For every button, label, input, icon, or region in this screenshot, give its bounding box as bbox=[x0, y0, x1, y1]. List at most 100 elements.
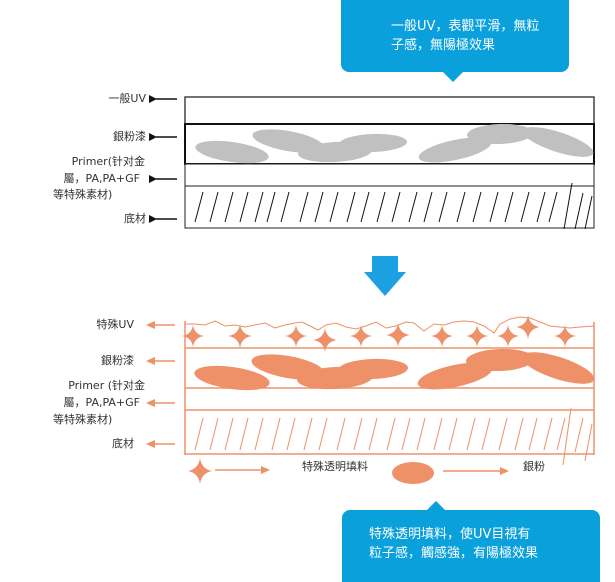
silver-particle bbox=[521, 352, 595, 384]
hatch-line bbox=[368, 417, 378, 451]
hatch-line bbox=[584, 423, 593, 462]
hatch-line bbox=[254, 417, 264, 451]
silver-particle bbox=[194, 365, 270, 391]
top-label-primer-line2: 屬，PA,PA+GF bbox=[63, 172, 140, 185]
bottom-label-uv: 特殊UV bbox=[96, 318, 134, 331]
silver-particle bbox=[252, 129, 324, 153]
hatch-line bbox=[239, 191, 249, 223]
silver-particle bbox=[467, 123, 533, 145]
sparkle-star-icon bbox=[350, 325, 372, 347]
top-label-substrate: 底材 bbox=[124, 212, 146, 225]
hatch-line bbox=[286, 417, 296, 451]
top-label-uv: 一般UV bbox=[108, 92, 146, 105]
hatch-line bbox=[346, 191, 356, 223]
hatch-line bbox=[408, 191, 418, 223]
sparkle-star-icon bbox=[466, 325, 488, 347]
sparkle-star-icon bbox=[228, 324, 252, 348]
silver-particle bbox=[339, 133, 407, 153]
callout-line: 粒子感，觸感強，有陽極效果 bbox=[369, 546, 539, 561]
hatch-line bbox=[528, 417, 538, 451]
hatch-line bbox=[456, 191, 466, 223]
arrow-left-icon bbox=[146, 357, 175, 365]
hatch-line bbox=[514, 417, 524, 451]
callout-line: 特殊透明填料，使UV目視有 bbox=[369, 527, 531, 542]
hatch-line bbox=[224, 417, 234, 451]
hatch-line bbox=[209, 191, 219, 223]
top-substrate-layer bbox=[184, 185, 595, 229]
hatch-line bbox=[416, 417, 426, 451]
hatch-line bbox=[423, 191, 433, 223]
sparkle-star-icon bbox=[313, 328, 337, 352]
callout-line: 一般UV，表觀平滑，無粒 bbox=[391, 19, 540, 34]
hatch-line bbox=[498, 417, 508, 451]
hatch-line bbox=[329, 191, 339, 223]
arrow-left-icon bbox=[146, 440, 175, 448]
hatch-line bbox=[562, 407, 572, 466]
hatch-line bbox=[548, 191, 558, 223]
top-label-arrows bbox=[149, 95, 177, 223]
hatch-line bbox=[584, 195, 593, 230]
hatch-line bbox=[280, 191, 290, 223]
bottom-substrate-hatch bbox=[194, 407, 593, 466]
bottom-label-substrate: 底材 bbox=[112, 437, 134, 450]
top-substrate-hatch bbox=[194, 182, 593, 230]
bottom-label-primer-line3: 等特殊素材) bbox=[53, 413, 113, 426]
top-uv-layer bbox=[184, 96, 595, 125]
top-label-primer-line3: 等特殊素材) bbox=[53, 188, 113, 201]
hatch-line bbox=[489, 191, 499, 223]
arrow-left-icon bbox=[146, 399, 175, 407]
sparkle-star-icon bbox=[431, 325, 453, 347]
hatch-line bbox=[504, 191, 514, 223]
general-uv-callout: 一般UV，表觀平滑，無粒 子感，無陽極效果 bbox=[341, 0, 569, 82]
sparkle-star-icon bbox=[188, 458, 212, 484]
sparkle-star-icon bbox=[182, 325, 204, 347]
hatch-line bbox=[556, 417, 566, 451]
special-uv-layer-diagram bbox=[146, 315, 595, 484]
hatch-line bbox=[448, 417, 458, 451]
hatch-line bbox=[574, 417, 584, 453]
hatch-line bbox=[520, 191, 530, 223]
silver-particle bbox=[195, 140, 269, 164]
special-uv-callout: 特殊透明填料，使UV目視有 粒子感，觸感強，有陽極效果 bbox=[342, 501, 600, 582]
bottom-transparent-filler-stars bbox=[182, 315, 576, 352]
callout-line: 子感，無陽極效果 bbox=[391, 38, 496, 53]
sparkle-star-icon bbox=[554, 325, 576, 347]
silver-particle bbox=[338, 358, 408, 380]
hatch-line bbox=[543, 417, 553, 451]
hatch-line bbox=[224, 191, 234, 223]
general-uv-layer-diagram bbox=[149, 95, 595, 230]
hatch-line bbox=[433, 417, 443, 451]
top-silver-particles bbox=[195, 123, 594, 164]
bottom-label-primer-line1: Primer (针对金 bbox=[68, 379, 145, 392]
ellipse-particle-icon bbox=[392, 462, 434, 484]
bottom-label-arrows bbox=[146, 321, 175, 448]
hatch-line bbox=[318, 417, 328, 451]
silver-particle bbox=[466, 348, 534, 372]
hatch-line bbox=[481, 417, 491, 451]
hatch-line bbox=[299, 191, 309, 223]
hatch-line bbox=[266, 191, 276, 223]
hatch-line bbox=[336, 417, 346, 451]
sparkle-star-icon bbox=[285, 325, 307, 347]
hatch-line bbox=[353, 417, 363, 451]
top-label-silver-paint: 銀粉漆 bbox=[113, 130, 146, 143]
hatch-line bbox=[536, 191, 546, 223]
hatch-line bbox=[563, 182, 573, 230]
hatch-line bbox=[314, 191, 324, 223]
bottom-silver-particles bbox=[194, 348, 595, 391]
hatch-line bbox=[438, 191, 448, 223]
silver-particle bbox=[418, 137, 492, 163]
silver-particle bbox=[522, 127, 594, 157]
legend-arrow-right-icon bbox=[443, 467, 509, 475]
legend-silver-label: 銀粉 bbox=[523, 460, 545, 473]
hatch-line bbox=[209, 417, 219, 451]
hatch-line bbox=[239, 417, 249, 451]
legend-filler-label: 特殊透明填料 bbox=[302, 460, 368, 473]
arrow-left-icon bbox=[146, 321, 175, 329]
hatch-line bbox=[466, 417, 476, 451]
hatch-line bbox=[386, 417, 396, 451]
hatch-line bbox=[194, 191, 204, 223]
arrow-down-icon bbox=[364, 256, 406, 296]
hatch-line bbox=[254, 191, 264, 223]
hatch-line bbox=[360, 191, 370, 223]
